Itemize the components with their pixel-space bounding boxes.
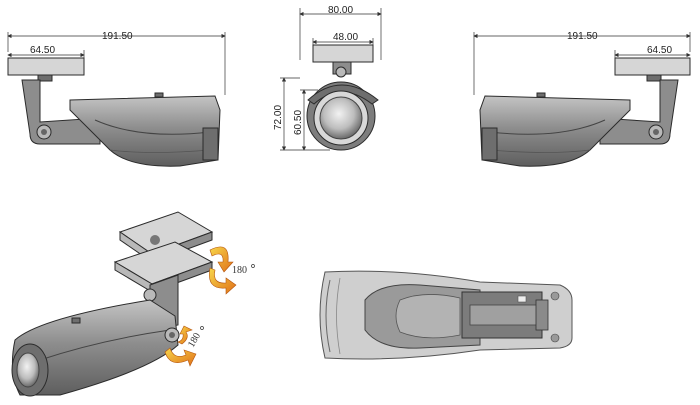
front-view: 80.00 48.00 72.00 60.50 [273, 5, 382, 151]
lower-rotation-arrow-icon [164, 325, 197, 367]
left-mount-plate [7, 57, 85, 76]
upper-rotation-label: 180 [232, 265, 247, 276]
upper-rotation-arrow-icon [209, 246, 237, 295]
left-total-dim: 191.50 [102, 31, 133, 42]
right-camera-housing [479, 95, 631, 167]
right-mount-dim: 64.50 [647, 45, 672, 56]
front-mount-plate [312, 44, 374, 63]
iso-lens [16, 352, 40, 388]
front-lens-dim: 60.50 [293, 110, 304, 135]
front-lens [319, 96, 363, 140]
right-side-view: 191.50 64.50 [473, 31, 691, 167]
isometric-rotation-view: 180 180 [11, 211, 255, 397]
front-height-dim: 72.00 [273, 105, 284, 130]
lower-rotation-label: 180 [186, 331, 203, 349]
left-mount-dim: 64.50 [30, 45, 55, 56]
left-side-view: 191.50 64.50 [7, 31, 226, 167]
right-lens-ring [481, 127, 498, 161]
left-camera-housing [69, 95, 221, 167]
left-lens-ring [202, 127, 219, 161]
front-mount-dim: 48.00 [333, 32, 358, 43]
top-transparent-view [319, 270, 573, 360]
right-total-dim: 191.50 [567, 31, 598, 42]
front-width-dim: 80.00 [328, 5, 353, 16]
right-mount-plate [614, 57, 691, 76]
